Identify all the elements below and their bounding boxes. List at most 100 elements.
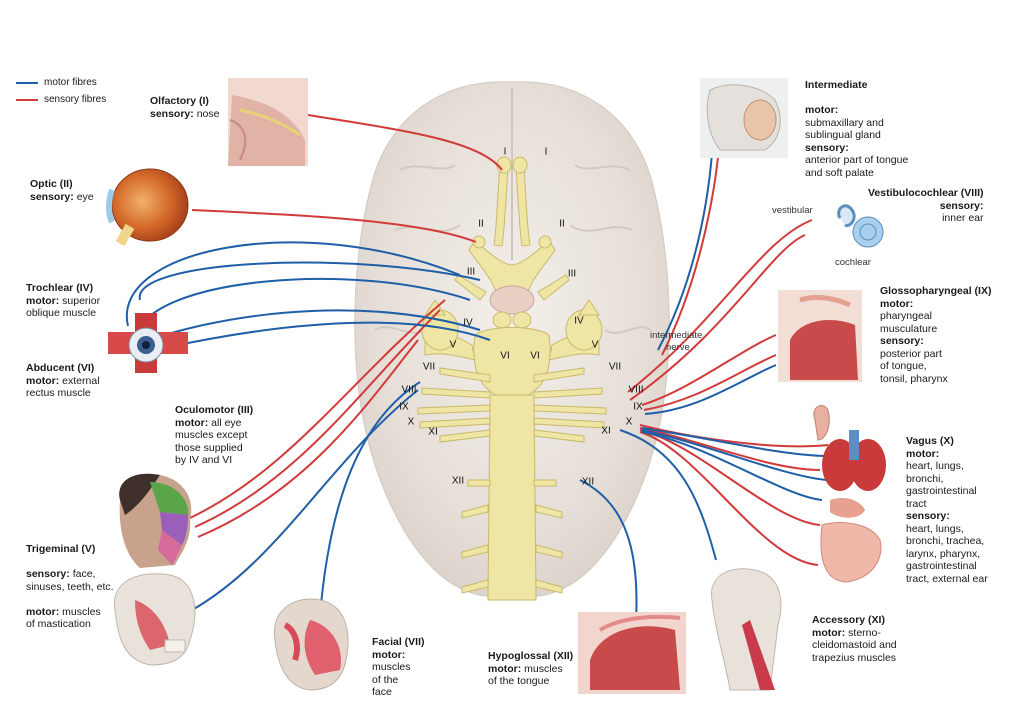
vagus-line: larynx, pharynx, xyxy=(906,548,988,561)
intermediate-line-value: and soft palate xyxy=(805,166,874,179)
vestibulocochlear-line: inner ear xyxy=(868,212,984,225)
intermediate-line-key: motor: xyxy=(805,104,839,116)
olfactory-line: sensory: nose xyxy=(150,108,219,121)
trochlear-line: motor: superior xyxy=(26,295,100,308)
label-vestibulocochlear: Vestibulocochlear (VIII)sensory:inner ea… xyxy=(868,187,984,225)
oculomotor-line: by IV and VI xyxy=(175,454,253,467)
trigeminal-line-value: muscles xyxy=(59,605,101,618)
oculomotor-line: muscles except xyxy=(175,429,253,442)
oculomotor-line: those supplied xyxy=(175,442,253,455)
roman-XII-right: XII xyxy=(581,476,595,488)
intermediate-line: and soft palate xyxy=(805,167,908,180)
pharynx-illustration xyxy=(778,290,862,382)
vagus-organs-illustration xyxy=(813,405,886,583)
intermediate-line: sublingual gland xyxy=(805,129,908,142)
olfactory-line-key: sensory: xyxy=(150,107,194,120)
intermediate-line xyxy=(805,92,908,105)
motor-swatch xyxy=(16,81,38,84)
vagus-title: Vagus (X) xyxy=(906,435,954,447)
vagus-line-value: larynx, pharynx, xyxy=(906,547,981,560)
roman-IV-left: IV xyxy=(463,317,473,329)
vagus-line: heart, lungs, xyxy=(906,460,988,473)
roman-X-right: X xyxy=(625,416,633,428)
trigeminal-line: motor: muscles xyxy=(26,606,114,619)
abducent-line: rectus muscle xyxy=(26,387,100,400)
legend-sensory: sensory fibres xyxy=(16,91,106,108)
vagus-line-value: bronchi, xyxy=(906,472,944,485)
roman-VI-left: VI xyxy=(500,350,510,362)
glossopharyngeal-line-value: posterior part xyxy=(880,347,942,360)
roman-IX-left: IX xyxy=(399,401,409,413)
oculomotor-line-key: motor: xyxy=(175,416,209,429)
tongue-illustration xyxy=(578,612,686,694)
vagus-line-value: heart, lungs, xyxy=(906,522,964,535)
facial-line-value: muscles xyxy=(372,661,411,673)
oculomotor-line-value: by IV and VI xyxy=(175,454,233,466)
intermediate-illustration xyxy=(700,78,788,158)
label-intermediate-nerve-line2: nerve xyxy=(666,342,690,353)
trigeminal-line: of mastication xyxy=(26,618,114,631)
vagus-line-key: sensory: xyxy=(906,510,950,522)
roman-II-left: II xyxy=(478,218,484,230)
vestibulocochlear-title: Vestibulocochlear (VIII) xyxy=(868,187,984,199)
vagus-line: heart, lungs, xyxy=(906,523,988,536)
trigeminal-line: sensory: face, xyxy=(26,568,114,581)
glossopharyngeal-line: tonsil, pharynx xyxy=(880,373,991,386)
intermediate-line-value: submaxillary and xyxy=(805,116,884,129)
vagus-line-value: bronchi, trachea, xyxy=(906,535,985,547)
glossopharyngeal-line-value: pharyngeal xyxy=(880,310,932,322)
face-muscles-illustration xyxy=(273,598,349,691)
accessory-line: motor: sterno- xyxy=(812,627,897,640)
roman-I-left: I xyxy=(503,146,507,158)
intermediate-line: sensory: xyxy=(805,142,908,155)
roman-VII-left: VII xyxy=(422,361,436,373)
trigeminal-line-value: sinuses, teeth, etc. xyxy=(26,580,114,593)
accessory-line-key: motor: xyxy=(812,626,846,639)
vestibulocochlear-line-value: inner ear xyxy=(942,212,984,224)
brainstem xyxy=(417,156,607,601)
vagus-line: bronchi, trachea, xyxy=(906,535,988,548)
hypoglossal-line-value: of the tongue xyxy=(488,675,550,687)
abducent-line-value: external xyxy=(59,374,100,387)
vagus-line-value: gastrointestinal xyxy=(906,485,977,497)
hypoglossal-line: motor: muscles xyxy=(488,663,573,676)
roman-XI-right: XI xyxy=(601,425,611,437)
intermediate-line: anterior part of tongue xyxy=(805,154,908,167)
roman-VII-right: VII xyxy=(608,361,622,373)
abducent-line: motor: external xyxy=(26,375,100,388)
roman-IV-right: IV xyxy=(574,315,584,327)
optic-line-key: sensory: xyxy=(30,190,74,203)
trochlear-line-value: oblique muscle xyxy=(26,307,97,319)
inner-ear-illustration xyxy=(837,204,884,248)
glossopharyngeal-line: pharyngeal xyxy=(880,310,991,323)
abducent-line-value: rectus muscle xyxy=(26,387,91,399)
vagus-line-value: tract, external ear xyxy=(906,572,988,585)
vagus-line: tract xyxy=(906,498,988,511)
intermediate-line: submaxillary and xyxy=(805,117,908,130)
olfactory-illustration xyxy=(228,78,308,166)
trigeminal-line xyxy=(26,556,114,569)
label-accessory: Accessory (XI)motor: sterno-cleidomastoi… xyxy=(812,614,897,664)
glossopharyngeal-line: posterior part xyxy=(880,348,991,361)
accessory-line: trapezius muscles xyxy=(812,652,897,665)
legend-motor: motor fibres xyxy=(16,74,106,91)
skull-mastication-illustration xyxy=(114,573,196,666)
trigeminal-line-value: face, xyxy=(69,568,96,580)
accessory-title: Accessory (XI) xyxy=(812,614,885,626)
vagus-line: bronchi, xyxy=(906,473,988,486)
vagus-line: motor: xyxy=(906,448,988,461)
olfactory-line-value: nose xyxy=(193,107,220,120)
oculomotor-line-value: all eye xyxy=(208,416,242,429)
head-trigeminal-illustration xyxy=(119,473,192,568)
vagus-line-value: gastrointestinal xyxy=(906,560,977,572)
glossopharyngeal-line-value: of tongue, xyxy=(880,360,927,372)
label-optic: Optic (II)sensory: eye xyxy=(30,178,94,203)
trigeminal-title: Trigeminal (V) xyxy=(26,543,96,555)
roman-V-left: V xyxy=(449,339,457,351)
